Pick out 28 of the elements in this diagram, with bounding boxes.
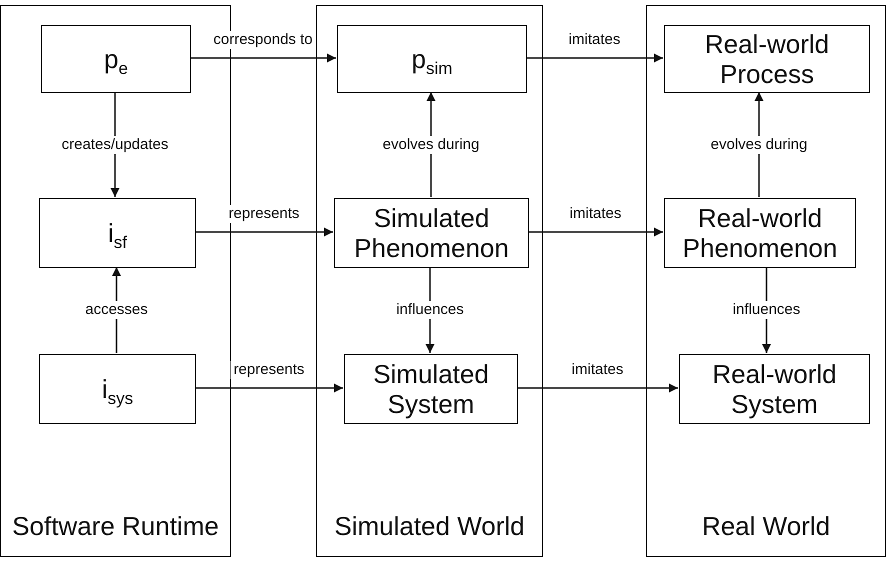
box-label: p$_{sim}$ xyxy=(412,44,452,74)
concept-box xyxy=(41,25,191,93)
arrow xyxy=(517,384,678,392)
concept-box xyxy=(664,25,870,93)
concept-box xyxy=(344,354,518,424)
concept-box xyxy=(334,198,529,268)
group-panel xyxy=(316,5,543,557)
arrow xyxy=(528,228,663,236)
concept-box xyxy=(39,354,196,424)
arrow xyxy=(195,384,343,392)
box-label: i$_{sf}$ xyxy=(108,218,127,248)
concept-box xyxy=(337,25,527,93)
box-label: Real-world Phenomenon xyxy=(682,203,838,263)
box-label: p$_{e}$ xyxy=(104,44,128,74)
concept-box xyxy=(39,198,196,268)
panel-heading: Software Runtime xyxy=(11,510,220,542)
group-panel xyxy=(646,5,886,557)
panel-heading: Real World xyxy=(700,510,832,542)
box-label: Simulated Phenomenon xyxy=(353,203,510,263)
box-label: Real-world Process xyxy=(704,29,830,89)
box-label: Simulated System xyxy=(372,359,490,419)
panel-heading: Simulated World xyxy=(333,510,526,542)
arrow xyxy=(526,54,663,62)
arrow xyxy=(195,228,333,236)
concept-box xyxy=(664,198,856,268)
concept-box xyxy=(679,354,870,424)
box-label: Real-world System xyxy=(711,359,838,419)
arrow xyxy=(190,54,336,62)
